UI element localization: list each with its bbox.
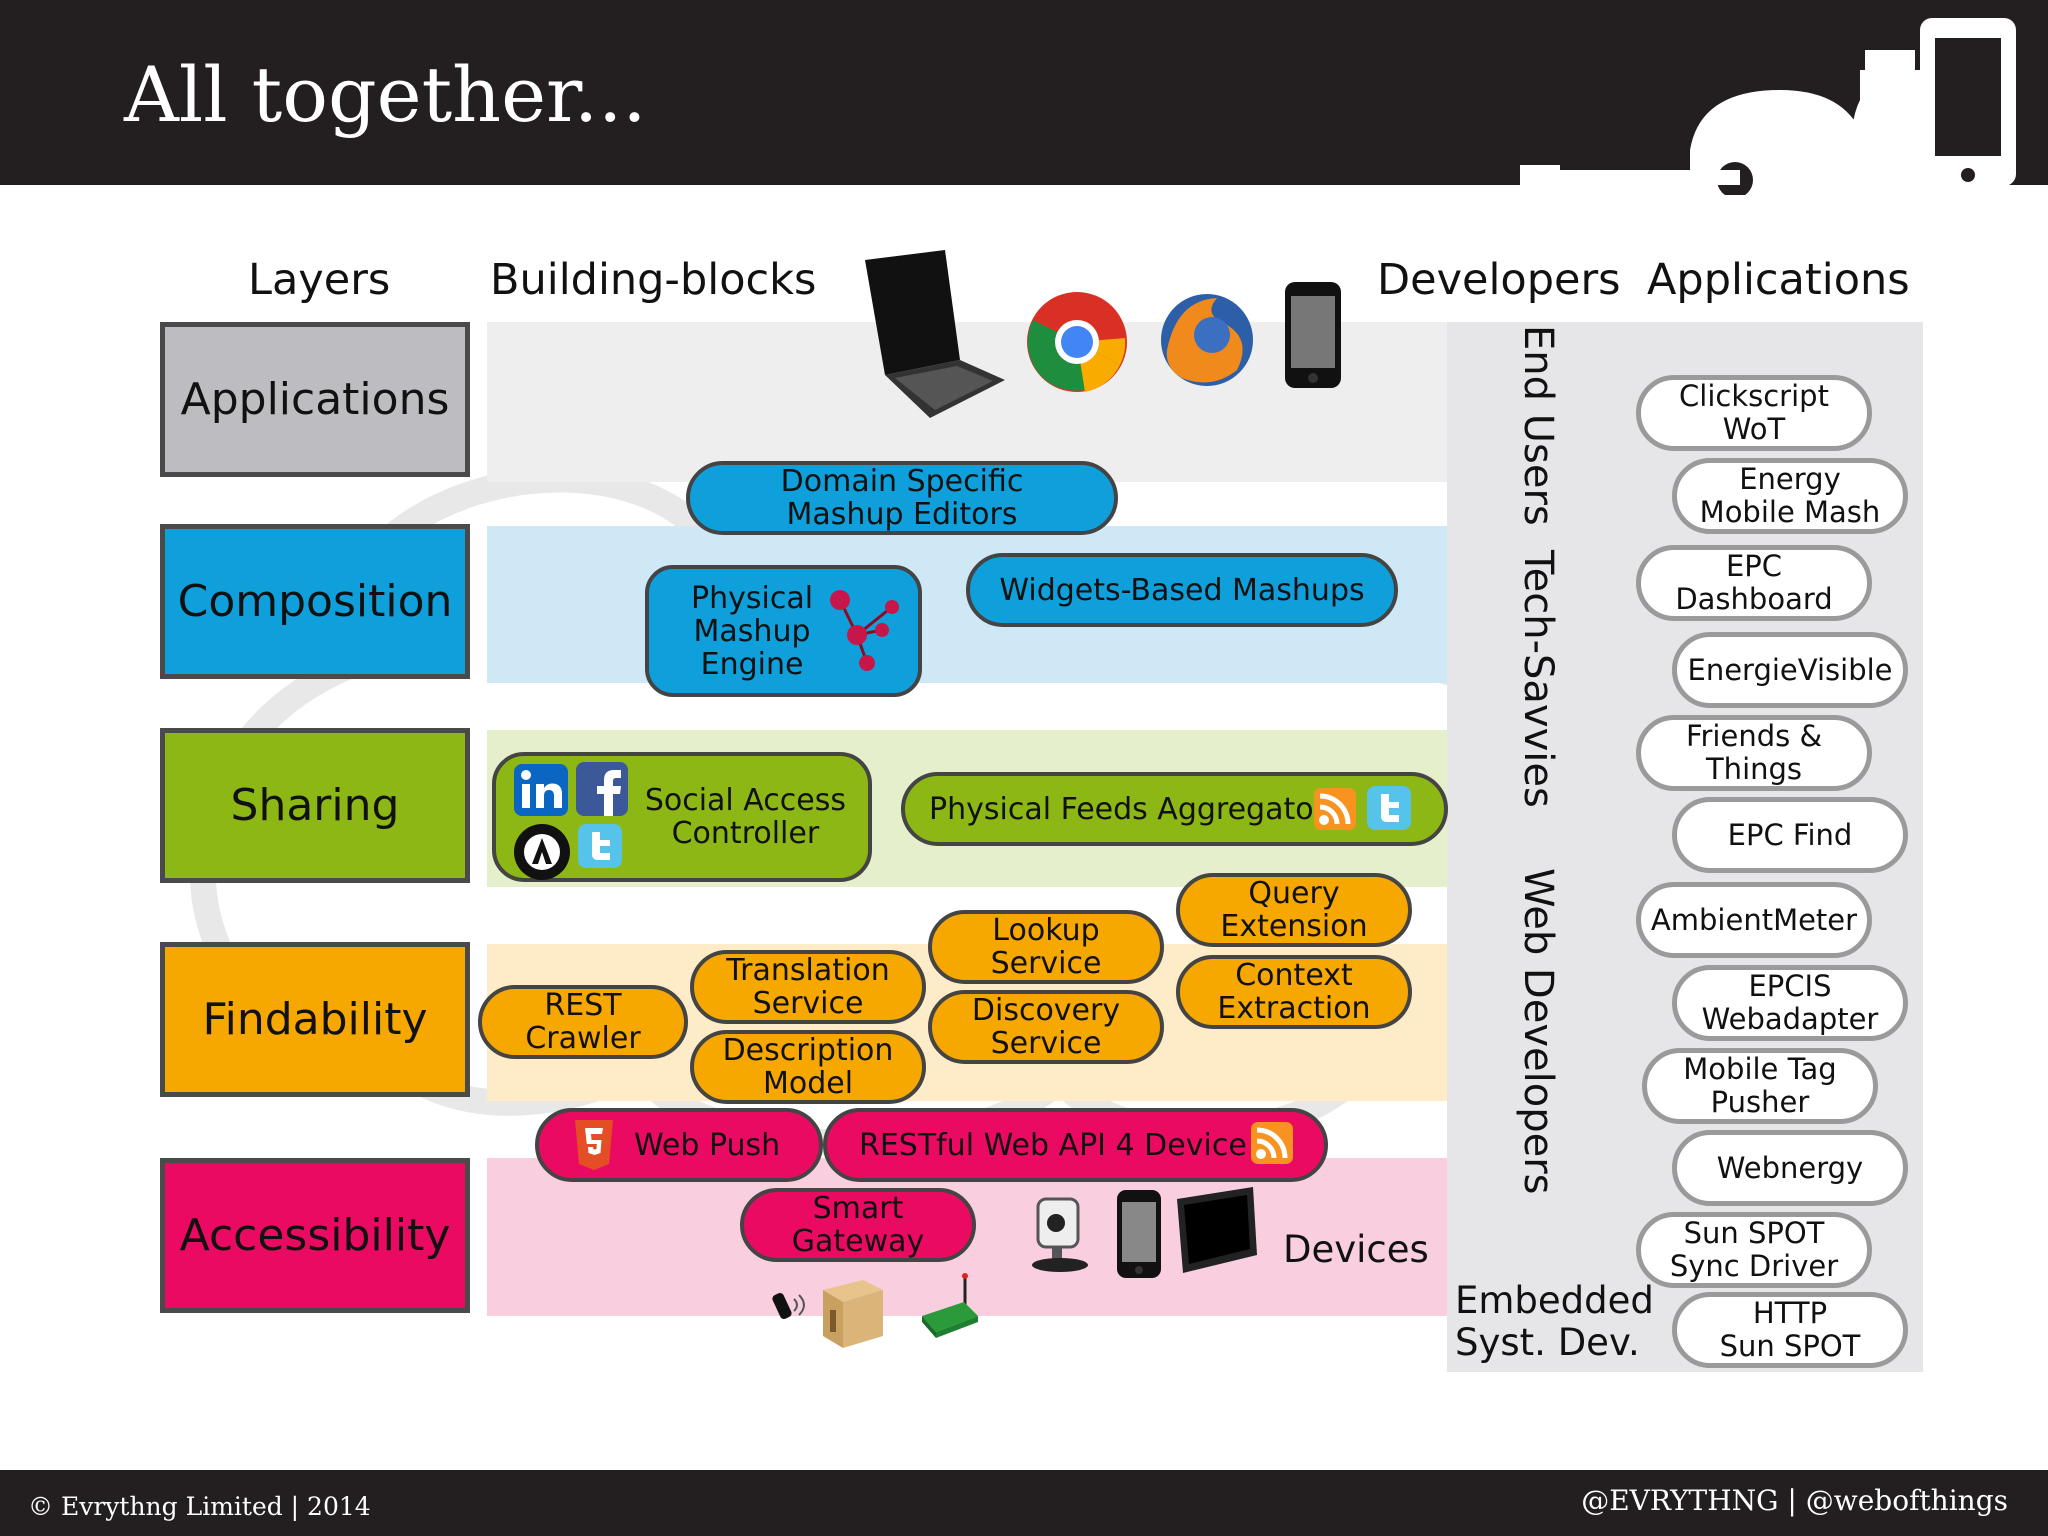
smartphone-icon xyxy=(1117,1190,1161,1278)
app-ambientmeter: AmbientMeter xyxy=(1636,882,1872,958)
translation-service: Translation Service xyxy=(690,950,926,1024)
domain-specific-mashup-editors: Domain Specific Mashup Editors xyxy=(686,461,1118,535)
app-webnergy: Webnergy xyxy=(1672,1130,1908,1206)
layer-accessibility: Accessibility xyxy=(160,1158,470,1313)
app-energy-mobile-mash: Energy Mobile Mash xyxy=(1672,458,1908,534)
copyright-text: © Evrythng Limited | 2014 xyxy=(28,1492,371,1521)
app-friends-and-things: Friends & Things xyxy=(1636,715,1872,791)
rest-crawler: REST Crawler xyxy=(478,985,688,1059)
physical-feeds-aggregator: Physical Feeds Aggregator xyxy=(901,772,1448,846)
header-building-blocks: Building-blocks xyxy=(490,255,817,305)
widgets-based-mashups: Widgets-Based Mashups xyxy=(966,553,1398,627)
layer-sharing: Sharing xyxy=(160,728,470,883)
smartphone-icon xyxy=(1285,282,1341,388)
twitter-icon xyxy=(578,824,622,868)
camera-icon xyxy=(1032,1197,1088,1272)
app-sun-spot-sync-driver: Sun SPOT Sync Driver xyxy=(1636,1212,1872,1288)
twitter-icon xyxy=(1367,786,1411,830)
app-epc-dashboard: EPC Dashboard xyxy=(1636,545,1872,621)
social-handles: @EVRYTHNG | @webofthings xyxy=(1581,1484,2008,1517)
chrome-icon xyxy=(1027,292,1127,392)
lookup-service: Lookup Service xyxy=(928,910,1164,984)
app-energievisible: EnergieVisible xyxy=(1672,632,1908,708)
facebook-icon xyxy=(576,762,628,816)
rss-icon xyxy=(1314,788,1356,830)
description-model: Description Model xyxy=(690,1030,926,1104)
discovery-service: Discovery Service xyxy=(928,990,1164,1064)
app-http-sun-spot: HTTP Sun SPOT xyxy=(1672,1292,1908,1368)
layer-findability: Findability xyxy=(160,942,470,1097)
developer-embedded: Embedded Syst. Dev. xyxy=(1455,1279,1654,1364)
header-developers: Developers xyxy=(1377,255,1621,305)
oauth-icon xyxy=(514,824,570,880)
app-clickscript-wot: Clickscript WoT xyxy=(1636,375,1872,451)
header-layers: Layers xyxy=(248,255,391,305)
devices-label: Devices xyxy=(1283,1228,1429,1271)
firefox-icon xyxy=(1161,294,1253,386)
layer-applications: Applications xyxy=(160,322,470,477)
slide-title: All together... xyxy=(124,50,647,139)
molecule-icon xyxy=(830,590,899,671)
monitor-icon xyxy=(1177,1187,1257,1273)
devices-silhouette-icon xyxy=(1520,18,2016,195)
app-epc-find: EPC Find xyxy=(1672,797,1908,873)
html5-icon xyxy=(575,1120,613,1170)
header-applications: Applications xyxy=(1647,255,1910,305)
developer-tech-savvies: Tech-Savvies xyxy=(1515,550,1561,808)
developer-web-developers: Web Developers xyxy=(1515,868,1561,1195)
web-push: Web Push xyxy=(535,1108,823,1182)
rfid-reader-icon xyxy=(772,1292,805,1320)
context-extraction: Context Extraction xyxy=(1176,955,1412,1029)
layer-composition: Composition xyxy=(160,524,470,679)
linkedin-icon xyxy=(514,764,568,816)
box-icon xyxy=(823,1280,883,1348)
laptop-icon xyxy=(865,250,1005,418)
smart-gateway: Smart Gateway xyxy=(740,1188,976,1262)
developer-end-users: End Users xyxy=(1515,325,1561,526)
footer-bar xyxy=(0,1470,2048,1536)
app-epcis-webadapter: EPCIS Webadapter xyxy=(1672,965,1908,1041)
app-mobile-tag-pusher: Mobile Tag Pusher xyxy=(1642,1048,1878,1124)
restful-web-api-4-device: RESTful Web API 4 Device xyxy=(823,1108,1328,1182)
rss-icon xyxy=(1251,1122,1293,1164)
sensor-icon xyxy=(922,1273,978,1338)
query-extension: Query Extension xyxy=(1176,873,1412,947)
